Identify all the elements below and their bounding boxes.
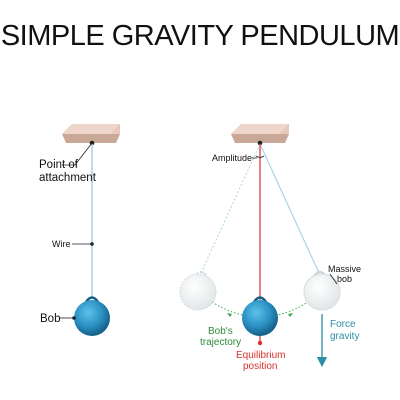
right-ceiling-plate (231, 124, 289, 143)
left-ceiling-plate (62, 124, 120, 143)
amplitude-label: Amplitude (212, 153, 252, 163)
left-swing-wire (200, 143, 261, 274)
trajectory-label-line1: Bob's (208, 326, 233, 337)
right-swing-wire (259, 143, 320, 274)
right-pendulum: Amplitude Massive bob Bob's trajectory E… (179, 124, 361, 372)
trajectory-label-line2: trajectory (200, 337, 241, 348)
attachment-label-line1: Point of (39, 159, 79, 171)
force-gravity-label-line1: Force (330, 319, 356, 330)
ghost-bob-left (179, 271, 217, 311)
bob-label: Bob (40, 313, 60, 325)
trajectory-arc (211, 301, 309, 318)
amplitude-arc (255, 155, 265, 158)
right-bob-hook (252, 296, 268, 303)
right-bob (242, 300, 278, 336)
attachment-label-line2: attachment (39, 172, 97, 184)
attachment-leader-line (62, 142, 93, 166)
equilibrium-dot (257, 340, 263, 346)
wire-label: Wire (52, 239, 71, 249)
trajectory-arrow-right (288, 313, 293, 317)
left-pendulum: Point of attachment Wire Bob (39, 124, 120, 336)
right-attachment-point (257, 140, 263, 146)
trajectory-arrow-left (227, 313, 232, 317)
left-bob (74, 300, 110, 336)
massive-bob-label-line1: Massive (328, 264, 361, 274)
left-bob-hook (84, 296, 100, 303)
diagram-title: SIMPLE GRAVITY PENDULUM (0, 20, 400, 52)
force-gravity-label-line2: gravity (330, 331, 359, 342)
equilibrium-label-line1: Equilibrium (236, 350, 285, 361)
massive-bob-leader-line (329, 273, 338, 285)
ghost-bob-right (303, 271, 341, 311)
equilibrium-label-line2: position (243, 361, 277, 372)
massive-bob-label-line2: bob (337, 274, 352, 284)
